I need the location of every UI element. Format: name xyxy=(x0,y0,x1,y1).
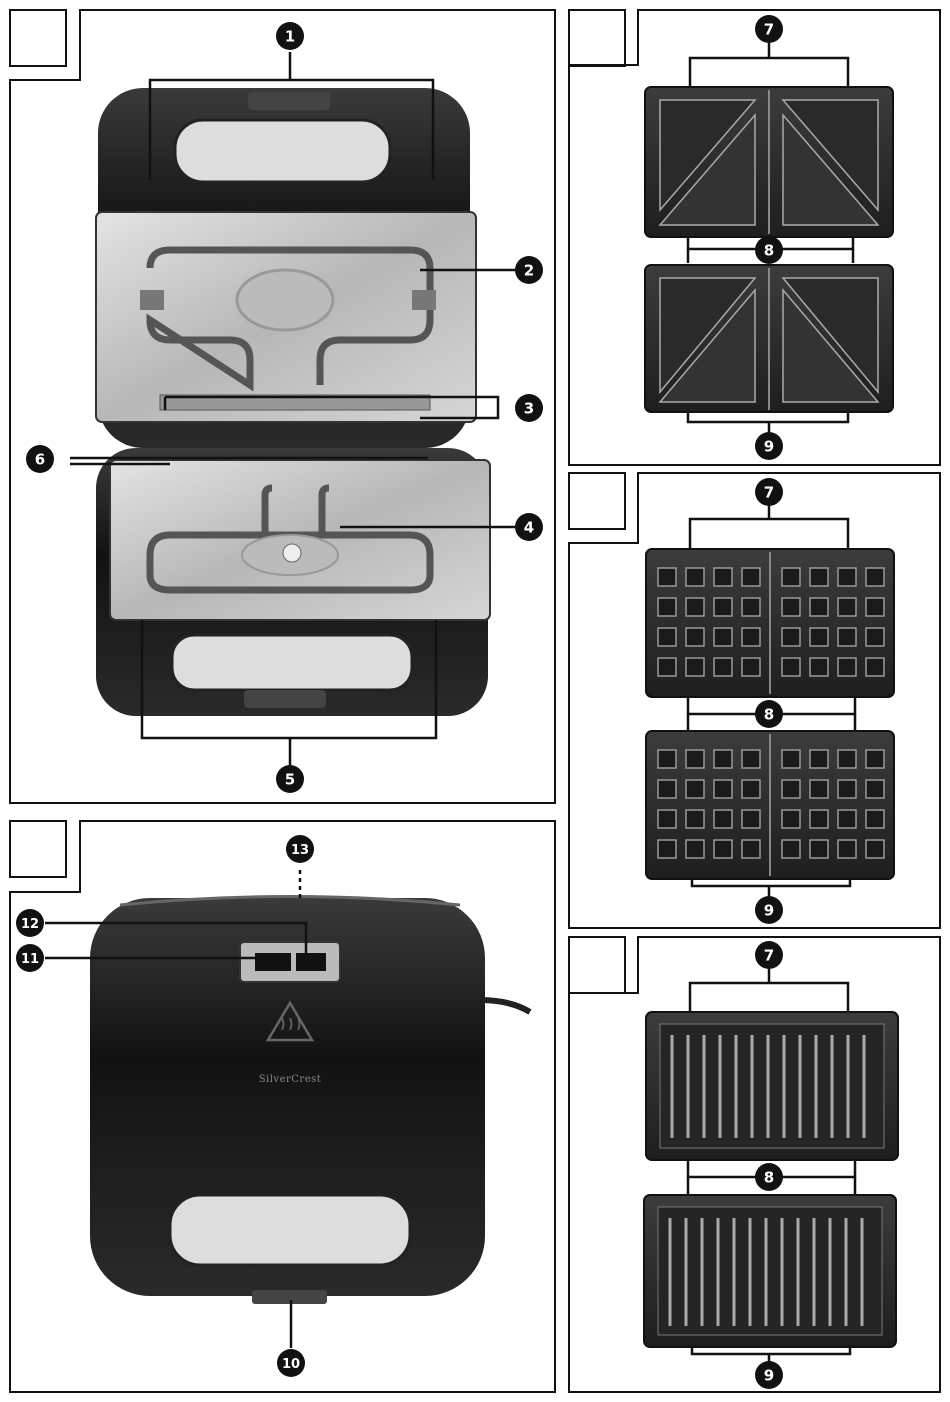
callout-badge-7-panel-2: 7 xyxy=(755,15,783,43)
svg-text:6: 6 xyxy=(35,451,45,469)
figure-panel-grill-plates xyxy=(569,937,940,1392)
svg-text:9: 9 xyxy=(764,902,774,920)
panel-label-box xyxy=(10,10,66,66)
callout-badge-8-panel-2: 8 xyxy=(755,236,783,264)
callout-badge-13: 13 xyxy=(286,835,314,863)
callout-badge-1: 1 xyxy=(276,22,304,50)
svg-text:8: 8 xyxy=(764,706,774,724)
open-sandwich-maker-illustration xyxy=(96,88,490,716)
callout-badge-4: 4 xyxy=(515,513,543,541)
callout-badge-8-panel-3: 8 xyxy=(755,700,783,728)
waffle-plate-upper xyxy=(646,549,894,697)
svg-text:7: 7 xyxy=(764,21,774,39)
svg-text:7: 7 xyxy=(764,484,774,502)
svg-text:2: 2 xyxy=(524,262,534,280)
callout-badge-9-panel-4: 9 xyxy=(755,1361,783,1389)
panel-label-box xyxy=(569,10,625,66)
svg-text:8: 8 xyxy=(764,1169,774,1187)
callout-badge-3: 3 xyxy=(515,394,543,422)
callout-badge-7-panel-3: 7 xyxy=(755,478,783,506)
figure-panel-sandwich-plates xyxy=(569,10,940,465)
waffle-plate-lower xyxy=(646,731,894,879)
brand-logo: SilverCrest xyxy=(259,1074,322,1085)
svg-text:5: 5 xyxy=(285,771,295,789)
callout-badge-10: 10 xyxy=(277,1349,305,1377)
svg-text:4: 4 xyxy=(524,519,534,537)
sandwich-plate-upper xyxy=(645,87,893,237)
callout-badge-2: 2 xyxy=(515,256,543,284)
callout-badge-8-panel-4: 8 xyxy=(755,1163,783,1191)
callout-badge-12: 12 xyxy=(16,909,44,937)
power-indicator-light xyxy=(255,953,291,971)
svg-text:12: 12 xyxy=(21,917,39,932)
svg-text:8: 8 xyxy=(764,242,774,260)
panel-label-box xyxy=(569,473,625,529)
figure-panel-waffle-plates xyxy=(569,473,940,928)
callout-badge-9-panel-2: 9 xyxy=(755,432,783,460)
svg-text:9: 9 xyxy=(764,1367,774,1385)
svg-text:10: 10 xyxy=(282,1357,300,1372)
callout-badge-5: 5 xyxy=(276,765,304,793)
panel-label-box xyxy=(10,821,66,877)
callout-badge-11: 11 xyxy=(16,944,44,972)
sandwich-plate-lower xyxy=(645,265,893,412)
svg-text:9: 9 xyxy=(764,438,774,456)
callout-badge-7-panel-4: 7 xyxy=(755,941,783,969)
svg-text:13: 13 xyxy=(291,843,309,858)
figure-panel-open-appliance xyxy=(10,10,555,803)
svg-text:1: 1 xyxy=(285,28,295,46)
figure-panel-closed-appliance: SilverCrest xyxy=(10,821,555,1392)
ready-indicator-light xyxy=(296,953,326,971)
grill-plate-upper xyxy=(646,1012,898,1160)
svg-text:3: 3 xyxy=(524,400,534,418)
callout-badge-6: 6 xyxy=(26,445,54,473)
svg-text:7: 7 xyxy=(764,947,774,965)
svg-text:11: 11 xyxy=(21,952,39,967)
panel-label-box xyxy=(569,937,625,993)
callout-badge-9-panel-3: 9 xyxy=(755,896,783,924)
power-cord xyxy=(480,1000,530,1012)
grill-plate-lower xyxy=(644,1195,896,1347)
